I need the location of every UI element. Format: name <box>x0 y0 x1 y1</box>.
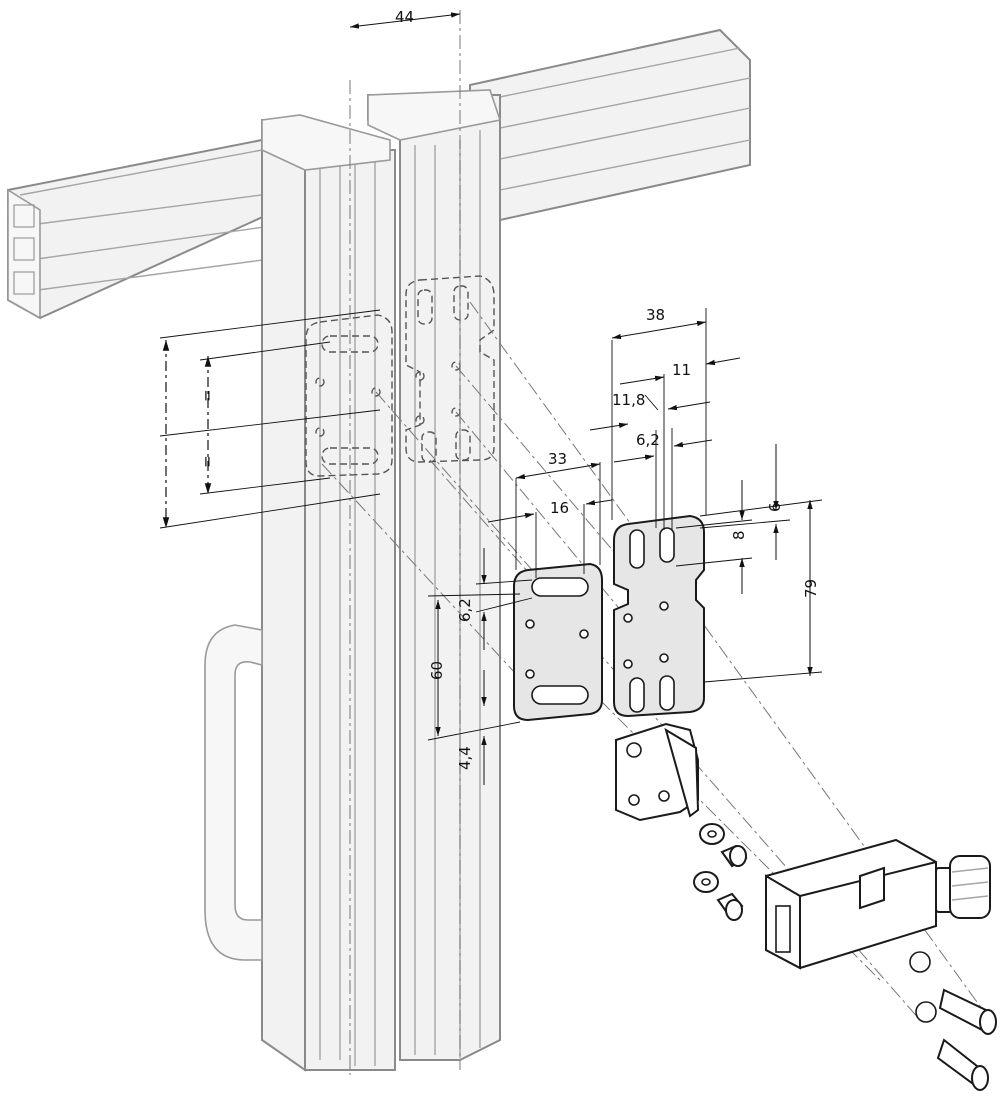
equal-mark-upper: = <box>198 389 216 402</box>
dim-slot-spacing: 11,8 <box>589 374 711 530</box>
dim-slot-width-left-label: 6,2 <box>456 598 474 622</box>
dim-slot-width-right: 6,2 <box>613 428 713 530</box>
dim-plate-height-label: 60 <box>428 661 446 680</box>
dim-slot-height: 8 <box>675 480 753 594</box>
dim-top-width-label: 44 <box>395 8 414 26</box>
equal-mark-lower: = <box>198 455 216 468</box>
dim-top-width: 44 <box>349 8 461 29</box>
vertical-profile-left <box>261 114 396 1072</box>
actuator <box>615 722 700 822</box>
dim-slot-spacing-label: 11,8 <box>612 391 645 409</box>
dim-plate-width-label: 33 <box>548 450 567 468</box>
vertical-profile-right <box>367 89 502 1061</box>
horizontal-profile-left <box>7 138 302 320</box>
dim-offset-11-label: 11 <box>672 361 691 379</box>
dim-bottom-offset-label: 4,4 <box>456 746 474 770</box>
hidden-plate-outlines <box>305 275 495 477</box>
dim-bracket-width-label: 38 <box>646 306 665 324</box>
door-handle <box>204 624 263 961</box>
safety-switch <box>765 838 997 1091</box>
dim-plate-width: 33 <box>515 450 601 570</box>
dim-bracket-width: 38 <box>611 306 707 520</box>
dim-plate-inner-label: 16 <box>550 499 569 517</box>
dim-bracket-height: 79 <box>703 500 823 683</box>
dim-top-offset-label: 6 <box>766 502 784 512</box>
dim-plate-inner: 16 <box>487 499 613 578</box>
dim-bottom-offset: 4,4 <box>456 736 487 785</box>
dim-top-offset: 6 <box>699 444 823 560</box>
dim-plate-height: 60 <box>427 593 521 741</box>
dim-slot-height-label: 8 <box>730 530 748 540</box>
dim-bracket-height-label: 79 <box>802 579 820 598</box>
dim-equal-spacing: = = <box>159 309 381 529</box>
fasteners-small <box>693 823 748 921</box>
dim-slot-width-left: 6,2 <box>456 548 533 650</box>
dim-slot-width-right-label: 6,2 <box>636 431 660 449</box>
right-mounting-bracket <box>613 514 705 718</box>
horizontal-profile-right <box>469 28 751 222</box>
dim-offset-11: 11 <box>619 357 741 385</box>
front-mounting-plate <box>513 562 603 722</box>
